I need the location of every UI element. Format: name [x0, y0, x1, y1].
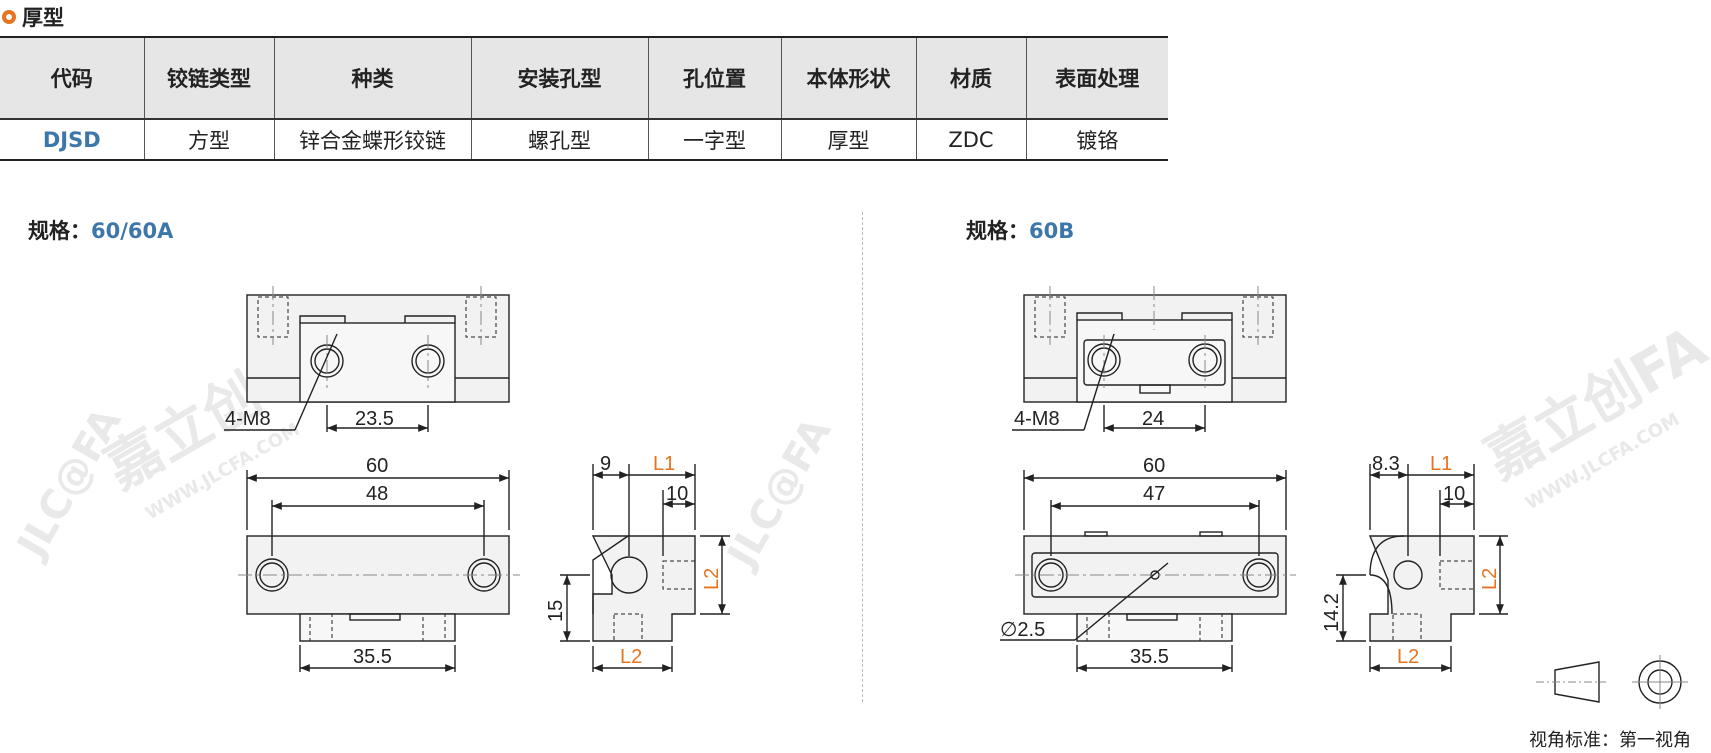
cell-kind: 锌合金蝶形铰链	[273, 119, 471, 161]
spec-label-left: 规格：60/60A	[28, 219, 174, 243]
section-title: 厚型	[2, 2, 64, 32]
right-l2-bottom-label: L2	[1397, 646, 1419, 668]
left-thread-label: 4-M8	[225, 408, 271, 430]
right-side-view	[1336, 464, 1508, 672]
right-l2-side-label: L2	[1479, 568, 1501, 590]
left-base-width-dim: 35.5	[353, 646, 392, 668]
right-height-dim: 14.2	[1321, 593, 1343, 632]
right-pin-dim: ∅2.5	[1000, 619, 1045, 641]
col-header-kind: 种类	[273, 36, 471, 120]
left-l1-label: L1	[653, 453, 675, 475]
left-width-dim: 60	[366, 455, 388, 477]
spec-value-left: 60/60A	[91, 219, 174, 243]
right-depth-dim: 10	[1443, 483, 1465, 505]
left-l2-bottom-label: L2	[620, 646, 642, 668]
col-header-mount-hole: 安装孔型	[470, 36, 648, 120]
cell-mount-hole: 螺孔型	[470, 119, 648, 161]
left-depth-dim: 10	[666, 483, 688, 505]
cell-surface: 镀铬	[1025, 119, 1168, 161]
col-header-material: 材质	[915, 36, 1026, 120]
cell-code: DJSD	[0, 119, 144, 161]
right-hole-span-dim: 47	[1143, 483, 1165, 505]
col-header-surface: 表面处理	[1025, 36, 1168, 120]
first-angle-projection-icon	[1536, 655, 1688, 709]
right-base-width-dim: 35.5	[1130, 646, 1169, 668]
cell-hole-position: 一字型	[647, 119, 781, 161]
right-side-offset-dim: 8.3	[1372, 453, 1400, 475]
spec-value-right: 60B	[1029, 219, 1075, 243]
right-width-dim: 60	[1143, 455, 1165, 477]
right-pitch-dim: 24	[1142, 408, 1164, 430]
table-header-row: 代码 铰链类型 种类 安装孔型 孔位置 本体形状 材质 表面处理	[0, 36, 1168, 120]
col-header-body-shape: 本体形状	[780, 36, 916, 120]
right-l1-label: L1	[1430, 453, 1452, 475]
table-row: DJSD 方型 锌合金蝶形铰链 螺孔型 一字型 厚型 ZDC 镀铬	[0, 119, 1168, 161]
col-header-code: 代码	[0, 36, 144, 120]
right-front-view	[1000, 470, 1296, 672]
left-side-offset-dim: 9	[600, 453, 611, 475]
col-header-hole-position: 孔位置	[647, 36, 781, 120]
left-l2-side-label: L2	[701, 568, 723, 590]
section-divider	[862, 212, 863, 702]
svg-text:JLC@FA: JLC@FA	[717, 410, 840, 577]
right-top-view	[1012, 286, 1287, 432]
left-height-dim: 15	[545, 600, 567, 622]
spec-label-right: 规格：60B	[966, 219, 1075, 243]
right-thread-label: 4-M8	[1014, 408, 1060, 430]
circle-bullet-icon	[2, 10, 16, 24]
cell-hinge-type: 方型	[143, 119, 274, 161]
projection-standard-label: 视角标准：第一视角	[1529, 730, 1691, 751]
section-title-text: 厚型	[22, 6, 64, 30]
cell-body-shape: 厚型	[780, 119, 916, 161]
svg-text:JLC@FA: JLC@FA	[7, 400, 130, 567]
left-top-view	[224, 286, 510, 432]
spec-table: 代码 铰链类型 种类 安装孔型 孔位置 本体形状 材质 表面处理 DJSD 方型…	[0, 36, 1168, 161]
left-front-view	[238, 470, 520, 672]
left-side-view	[560, 464, 730, 672]
left-pitch-dim: 23.5	[355, 408, 394, 430]
cell-material: ZDC	[915, 119, 1026, 161]
left-hole-span-dim: 48	[366, 483, 388, 505]
col-header-hinge-type: 铰链类型	[143, 36, 274, 120]
